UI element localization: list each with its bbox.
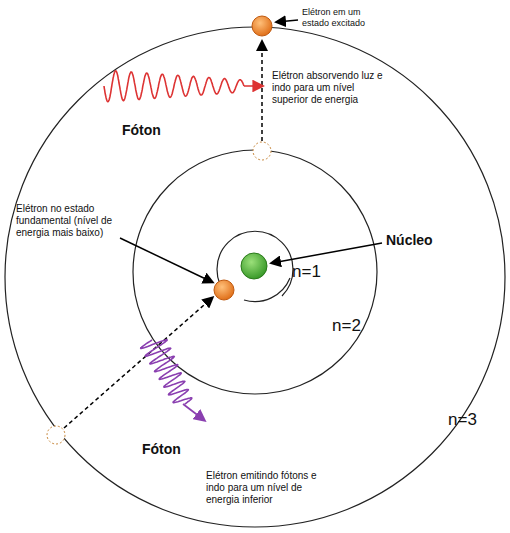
photon-wave — [104, 71, 262, 102]
level-label: n=2 — [332, 316, 372, 336]
photon-label: Fóton — [122, 122, 182, 139]
transition-arrow — [261, 42, 263, 141]
nucleus — [241, 253, 267, 279]
level-label: n=1 — [292, 262, 332, 282]
leader-line — [277, 20, 298, 22]
orbit-1-arc — [244, 278, 290, 302]
note-label: Elétron emitindo fótons e indo para um n… — [206, 470, 324, 506]
level-label: n=3 — [448, 410, 488, 430]
electron-excited — [252, 16, 272, 36]
part-label: Núcleo — [386, 232, 456, 249]
photon-label: Fóton — [142, 441, 202, 458]
electron-ghost — [253, 142, 271, 160]
photon-arrow — [183, 404, 204, 420]
orbit-3 — [5, 27, 505, 527]
note-label: Elétron no estado fundamental (nível de … — [16, 203, 136, 239]
transition-arrow — [64, 298, 212, 428]
note-label: Elétron em um estado excitado — [302, 7, 382, 29]
leader-line — [120, 238, 212, 282]
note-label: Elétron absorvendo luz e indo para um ní… — [272, 70, 390, 106]
photon-wave — [141, 340, 192, 405]
electron-ground — [214, 280, 234, 300]
leader-line — [272, 243, 382, 263]
electron-ghost — [47, 426, 65, 444]
